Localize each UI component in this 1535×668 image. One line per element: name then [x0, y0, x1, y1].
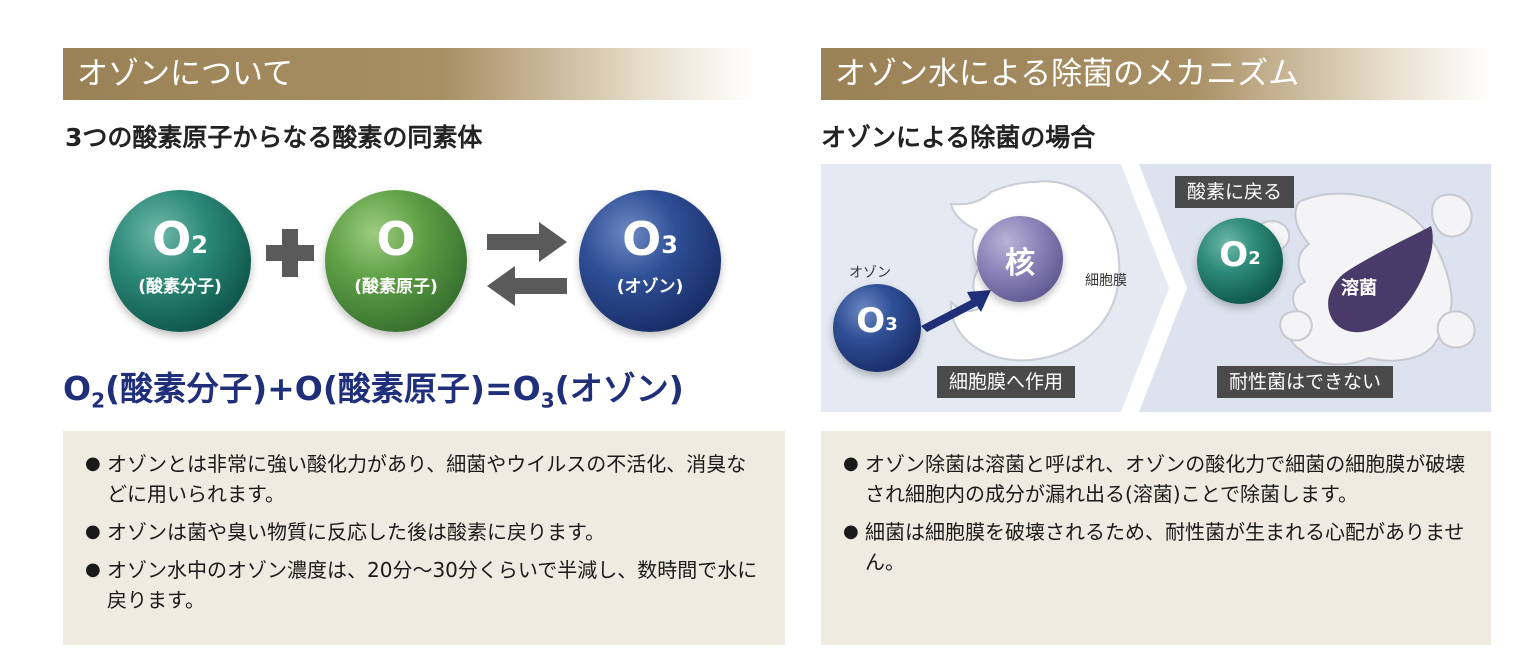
formula-sub1: 2: [91, 388, 105, 413]
ozone-bullet-list: オゾンとは非常に強い酸化力があり、細菌やウイルスの不活化、消臭などに用いられます…: [63, 431, 785, 645]
mechanism-subtitle: オゾンによる除菌の場合: [821, 123, 1096, 152]
diagram-o2-symbol: O: [1219, 235, 1249, 275]
plus-icon: [282, 229, 298, 277]
list-item: オゾン除菌は溶菌と呼ばれ、オゾンの酸化力で細菌の細胞膜が破壊され細胞内の成分が漏…: [843, 449, 1471, 509]
list-item: オゾン水中のオゾン濃度は、20分〜30分くらいで半減し、数時間で水に戻ります。: [85, 555, 765, 615]
formula-part2: (酸素分子)+O(酸素原子)=O: [104, 369, 541, 408]
list-item: オゾンとは非常に強い酸化力があり、細菌やウイルスの不活化、消臭などに用いられます…: [85, 449, 765, 509]
diagram-o3-symbol: O: [856, 301, 886, 341]
ozone-small-sphere: O3: [833, 284, 921, 372]
formula-part3: (オゾン): [554, 369, 684, 408]
o3-subscript: 3: [661, 231, 678, 259]
o3-symbol: O: [622, 212, 662, 266]
o-label: (酸素原子): [354, 277, 438, 297]
o-symbol: O: [376, 212, 416, 266]
no-resistant-bacteria-label: 耐性菌はできない: [1217, 366, 1394, 398]
oxygen-molecule-sphere: O2 (酸素分子): [109, 190, 251, 332]
o2-symbol: O: [152, 212, 192, 266]
ozone-subtitle: 3つの酸素原子からなる酸素の同素体: [65, 123, 483, 152]
act-on-membrane-label: 細胞膜へ作用: [937, 366, 1076, 398]
section-title-mechanism: オゾン水による除菌のメカニズム: [821, 48, 1491, 100]
nucleus-label: 核: [1005, 246, 1035, 281]
o3-label: (オゾン): [616, 277, 684, 297]
mechanism-bullet-list: オゾン除菌は溶菌と呼ばれ、オゾンの酸化力で細菌の細胞膜が破壊され細胞内の成分が漏…: [821, 431, 1491, 645]
list-item: オゾンは菌や臭い物質に反応した後は酸素に戻ります。: [85, 517, 765, 547]
return-to-oxygen-label: 酸素に戻る: [1175, 176, 1295, 208]
diagram-o2-subscript: 2: [1248, 248, 1261, 269]
o2-subscript: 2: [191, 231, 208, 259]
formula-sub2: 3: [540, 388, 555, 413]
nucleus-sphere: 核: [977, 216, 1063, 302]
oxygen-small-sphere: O2: [1197, 218, 1283, 304]
oxygen-atom-sphere: O (酸素原子): [325, 190, 467, 332]
ozone-sphere: O3 (オゾン): [579, 190, 721, 332]
lysis-label: 溶菌: [1341, 278, 1377, 299]
list-item: 細菌は細胞膜を破壊されるため、耐性菌が生まれる心配がありません。: [843, 517, 1471, 577]
o2-label: (酸素分子): [138, 277, 222, 297]
equilibrium-arrows-icon: [487, 222, 567, 306]
cell-membrane-label: 細胞膜: [1085, 273, 1127, 289]
ozone-label: オゾン: [849, 265, 891, 281]
ozone-formula: O2(酸素分子)+O(酸素原子)=O3(オゾン): [63, 362, 785, 413]
section-title-ozone: オゾンについて: [63, 48, 753, 100]
formula-part1: O: [63, 369, 92, 408]
diagram-o3-subscript: 3: [885, 314, 898, 335]
mechanism-diagram: オゾン O3 核 細胞膜 細胞膜へ作用 酸素に戻る O2 溶菌 耐性菌はできない: [821, 164, 1491, 412]
